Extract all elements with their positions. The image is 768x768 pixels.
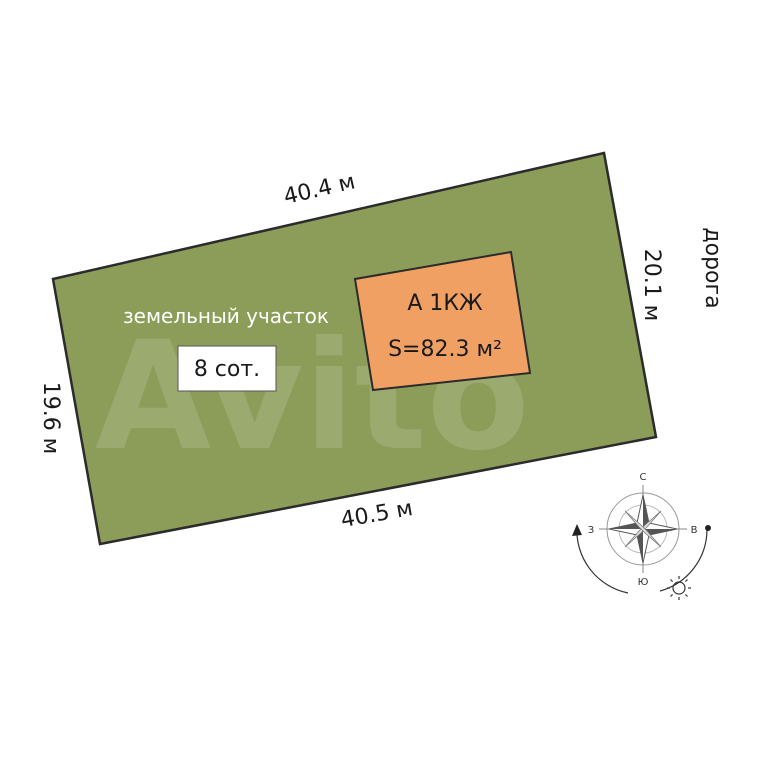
building-name: А 1КЖ [407, 291, 483, 316]
compass-east: В [691, 525, 698, 536]
plot-area: 8 сот. [194, 357, 260, 382]
compass-south: Ю [638, 577, 649, 588]
area-box [177, 345, 277, 392]
land-plot [51, 151, 658, 546]
sun-icon [667, 576, 691, 600]
dimension-bottom: 40.5 м [339, 496, 415, 533]
dimension-left: 19.6 м [38, 382, 63, 455]
compass-north: С [640, 472, 647, 483]
dimension-right: 20.1 м [639, 249, 664, 322]
plot-label: земельный участок [123, 304, 329, 328]
compass-rose-icon [599, 485, 687, 573]
dimension-top: 40.4 м [281, 169, 357, 210]
road-label: дорога [700, 227, 725, 308]
building-footprint [353, 250, 532, 392]
compass-west: З [588, 525, 594, 536]
building-area: S=82.3 м² [388, 337, 502, 362]
